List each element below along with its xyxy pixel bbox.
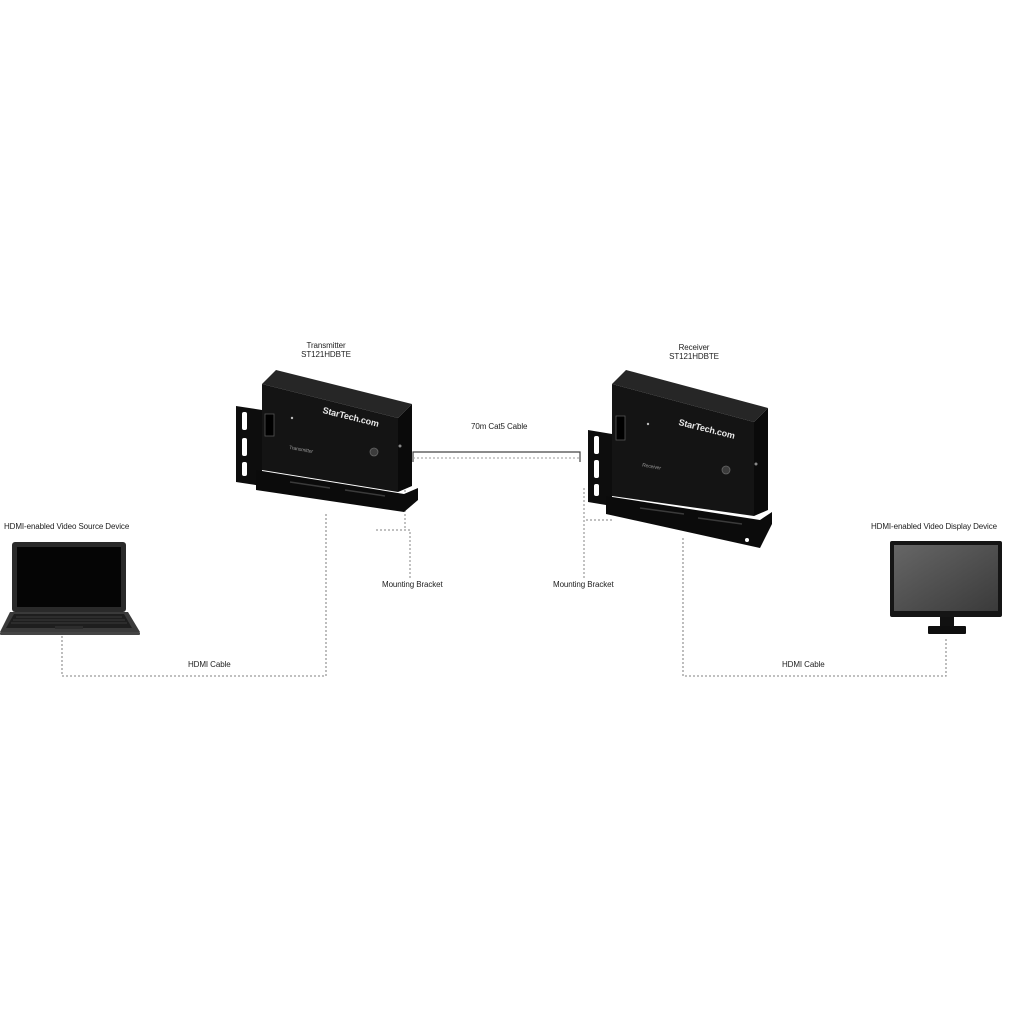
right-bracket-pointer — [583, 488, 612, 578]
cat5-cable-line — [412, 451, 581, 462]
left-bracket-label: Mounting Bracket — [382, 580, 443, 589]
laptop-icon — [0, 542, 140, 635]
cat5-cable-label: 70m Cat5 Cable — [471, 422, 528, 431]
right-hdmi-cable-line — [682, 538, 947, 677]
receiver-device-icon — [588, 370, 772, 548]
transmitter-device-icon — [236, 370, 418, 512]
left-hdmi-cable-line — [61, 512, 327, 677]
source-device-label: HDMI-enabled Video Source Device — [4, 522, 130, 531]
right-bracket-label: Mounting Bracket — [553, 580, 614, 589]
transmitter-title: Transmitter — [306, 341, 346, 350]
monitor-icon — [890, 541, 1002, 634]
right-hdmi-cable-label: HDMI Cable — [782, 660, 825, 669]
display-device-label: HDMI-enabled Video Display Device — [871, 522, 997, 531]
receiver-caption: Receiver ST121HDBTE — [669, 343, 719, 361]
receiver-title: Receiver — [678, 343, 710, 352]
left-hdmi-cable-label: HDMI Cable — [188, 660, 231, 669]
transmitter-caption: Transmitter ST121HDBTE — [301, 341, 351, 359]
transmitter-model: ST121HDBTE — [301, 350, 351, 359]
receiver-model: ST121HDBTE — [669, 352, 719, 361]
